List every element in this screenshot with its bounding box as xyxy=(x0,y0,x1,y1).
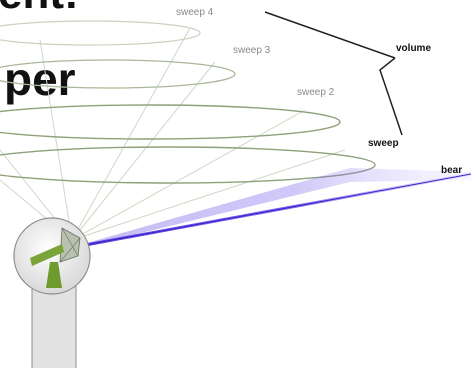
label-sweep-2: sweep 2 xyxy=(297,87,335,98)
radar-beam xyxy=(79,168,471,248)
volume-pointer xyxy=(264,11,403,136)
heading-line-1: ent: xyxy=(0,0,79,16)
label-sweep: sweep xyxy=(368,138,399,149)
label-volume: volume xyxy=(396,43,432,54)
radar-dish-icon xyxy=(13,217,91,295)
label-sweep-3: sweep 3 xyxy=(233,45,271,56)
label-beam: bear xyxy=(441,165,463,176)
sweep-ring-1 xyxy=(0,146,376,184)
sweep-ring-4 xyxy=(0,20,201,46)
sweep-ring-3 xyxy=(0,59,236,89)
sweep-rings xyxy=(0,20,376,184)
sweep-ring-2 xyxy=(0,104,341,140)
label-sweep-4: sweep 4 xyxy=(176,7,214,18)
heading-line-2: per xyxy=(4,53,76,105)
radar-tower xyxy=(31,279,77,368)
